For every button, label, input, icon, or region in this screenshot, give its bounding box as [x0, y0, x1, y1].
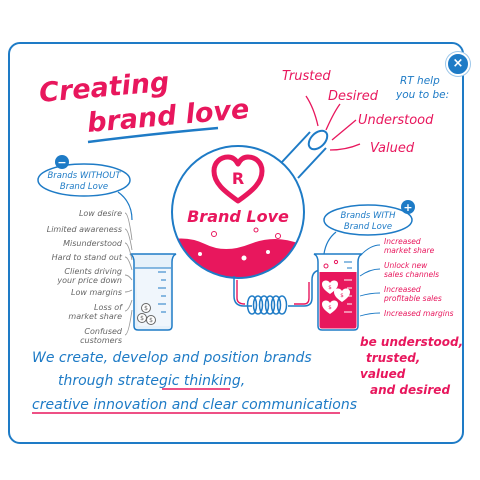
without-item-text: customers: [80, 336, 122, 345]
without-pointer-line: [124, 256, 133, 271]
with-pointer-line: [359, 244, 381, 257]
svg-text:$: $: [340, 293, 344, 299]
connecting-tube: [233, 269, 323, 315]
with-item-text: Increased: [384, 237, 421, 246]
mission-line1: We create, develop and position brands: [32, 350, 312, 366]
with-item-text: Unlock new: [384, 261, 428, 270]
with-item-text: sales channels: [384, 270, 439, 279]
with-item-text: profitable sales: [383, 294, 442, 303]
heart-icon: [211, 154, 265, 204]
close-button[interactable]: ×: [446, 52, 470, 76]
without-item: Misunderstood: [63, 239, 123, 248]
without-coins: $ $ $: [137, 303, 156, 325]
without-item: Low desire: [79, 209, 122, 218]
without-item-text: market share: [68, 312, 122, 321]
without-pointer-line: [124, 242, 133, 261]
without-pointer-line: [124, 289, 133, 293]
svg-text:$: $: [328, 285, 332, 291]
with-item-text: Increased margins: [384, 309, 454, 318]
mission-line2: through strategic thinking,: [58, 373, 245, 389]
with-pointer-line: [359, 292, 381, 297]
without-item-text: Loss of: [94, 303, 123, 312]
outcome-line1: be understood,: [360, 335, 463, 349]
attribute-trusted: Trusted: [282, 69, 331, 84]
without-pointer-line: [124, 309, 133, 336]
brand-love-flask: [171, 129, 329, 279]
attribute-valued: Valued: [370, 141, 415, 156]
svg-text:$: $: [144, 305, 148, 312]
with-label-line2: Brand Love: [344, 222, 392, 232]
without-label-bubble: [37, 163, 133, 221]
without-item-text: Hard to stand out: [52, 253, 123, 262]
diagram-frame: [8, 42, 464, 444]
without-item-text: Low desire: [79, 209, 122, 218]
without-item: Hard to stand out: [52, 253, 123, 262]
without-item-text: Confused: [84, 327, 123, 336]
rt-help-line1: RT help: [400, 75, 440, 87]
flask-liquid: [172, 238, 304, 278]
without-pointer-line: [124, 274, 133, 281]
connecting-tube-liquid: [236, 280, 310, 305]
without-item-text: your price down: [56, 276, 122, 285]
without-pointer-line: [124, 299, 133, 312]
without-badge-symbol: −: [57, 156, 66, 169]
without-item-text: Misunderstood: [63, 239, 123, 248]
without-badge: [55, 155, 69, 169]
with-pointer-line: [359, 268, 381, 277]
outcome-line2: trusted,: [366, 351, 420, 365]
without-item: Low margins: [71, 288, 122, 297]
without-pointer-line: [124, 212, 133, 241]
with-item: Increased margins: [384, 309, 454, 318]
with-hearts: $ $ $: [322, 280, 350, 314]
flask-rays: [305, 95, 361, 151]
brand-love-label: Brand Love: [187, 207, 289, 226]
with-label-bubble: [323, 204, 413, 255]
with-badge-symbol: +: [403, 201, 412, 214]
without-item-text: Low margins: [71, 288, 122, 297]
attribute-desired: Desired: [328, 89, 379, 104]
without-arrows: [124, 212, 133, 336]
attribute-understood: Understood: [358, 113, 434, 128]
without-item: Limited awareness: [47, 225, 122, 234]
with-arrows: [359, 244, 381, 317]
without-label-line2: Brand Love: [60, 182, 108, 192]
without-label-line1: Brands WITHOUT: [47, 171, 121, 181]
svg-text:$: $: [140, 315, 144, 322]
without-pointer-line: [124, 228, 133, 251]
rt-help-line2: you to be:: [395, 89, 449, 101]
without-item-text: Limited awareness: [47, 225, 122, 234]
outcome-line3: valued: [360, 367, 406, 381]
mission-line3: creative innovation and clear communicat…: [32, 397, 357, 413]
with-pointer-line: [359, 312, 381, 317]
with-item-text: Increased: [384, 285, 421, 294]
heart-logo-letter: R: [232, 169, 244, 188]
title-underline: [87, 126, 219, 144]
with-item-text: market share: [384, 246, 435, 255]
outcome-line4: and desired: [370, 383, 450, 397]
without-item-text: Clients driving: [64, 267, 122, 276]
svg-text:$: $: [328, 305, 332, 311]
svg-text:$: $: [149, 317, 153, 324]
with-label-line1: Brands WITH: [341, 211, 397, 221]
with-badge: [401, 200, 415, 214]
